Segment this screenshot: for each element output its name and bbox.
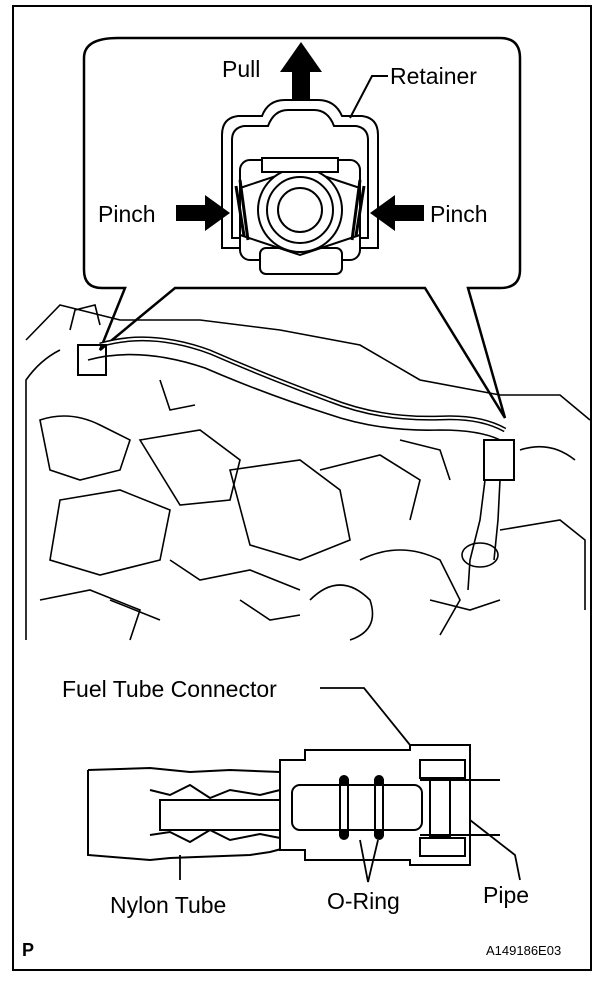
figure-code: A149186E03 <box>486 943 562 958</box>
pipe-label: Pipe <box>483 882 530 908</box>
nylon-tube-label: Nylon Tube <box>110 892 227 918</box>
retainer-label: Retainer <box>390 63 477 89</box>
pinch-left-label: Pinch <box>98 201 156 227</box>
pinch-arrow-left <box>176 195 230 231</box>
pull-label: Pull <box>222 56 261 82</box>
corner-letter: P <box>22 940 35 960</box>
retainer-drawing <box>221 99 379 275</box>
connector-cross-section <box>87 744 500 866</box>
figure-frame <box>12 5 592 971</box>
cross-section-leaders <box>179 687 521 883</box>
engine-bay-drawing <box>25 304 591 641</box>
pinch-arrow-right <box>370 195 424 231</box>
o-ring-label: O-Ring <box>327 888 400 914</box>
fuel-tube-connector-label: Fuel Tube Connector <box>62 676 277 702</box>
pinch-right-label: Pinch <box>430 201 488 227</box>
retainer-leader-line <box>349 75 388 119</box>
pull-arrow <box>280 42 322 100</box>
